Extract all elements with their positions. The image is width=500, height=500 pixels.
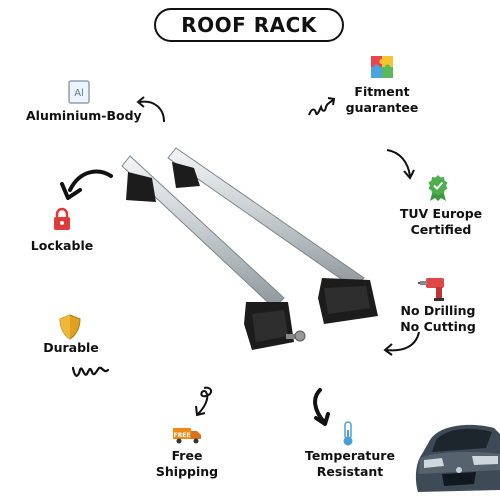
feature-label-line1: Free	[171, 448, 203, 463]
feature-label: Durable	[43, 340, 99, 355]
svg-text:FREE: FREE	[174, 432, 191, 439]
feature-label-line1: TUV Europe	[399, 206, 483, 221]
feature-label-line1: No Drilling	[400, 303, 476, 318]
feature-aluminium-body: Aluminium-Body	[26, 108, 142, 124]
puzzle-icon	[370, 55, 394, 79]
curved-arrow-icon	[384, 146, 416, 182]
feature-free-shipping: Free Shipping	[150, 448, 224, 480]
lock-icon	[52, 207, 72, 231]
thermometer-icon	[340, 421, 356, 447]
delivery-truck-icon: FREE	[172, 425, 202, 445]
feature-label-line2: Shipping	[155, 464, 219, 479]
feature-lockable: Lockable	[28, 238, 96, 254]
feature-label-line1: Temperature	[305, 448, 395, 463]
feature-label-line2: Resistant	[316, 464, 384, 479]
feature-label: Aluminium-Body	[26, 108, 142, 123]
squiggle-arrow-icon	[306, 95, 338, 119]
feature-label: Lockable	[30, 238, 94, 253]
curved-arrow-icon	[58, 168, 114, 206]
feature-durable: Durable	[36, 340, 106, 356]
feature-temperature-resistant: Temperature Resistant	[300, 448, 400, 480]
feature-label-line2: Certified	[410, 222, 472, 237]
feature-no-drilling: No Drilling No Cutting	[396, 303, 480, 335]
feature-label-line2: No Cutting	[400, 319, 476, 334]
drill-icon	[418, 276, 450, 302]
curved-arrow-icon	[306, 388, 336, 428]
squiggle-arrow-icon	[70, 360, 110, 382]
feature-label-line2: guarantee	[345, 100, 419, 115]
feature-tuv-certified: TUV Europe Certified	[396, 206, 486, 238]
feature-label-line1: Fitment	[354, 84, 410, 99]
curved-arrow-icon	[382, 328, 422, 356]
feature-fitment-guarantee: Fitment guarantee	[340, 84, 424, 116]
curved-arrow-icon	[134, 94, 170, 126]
aluminium-element-icon: Al	[68, 80, 90, 104]
shield-icon	[58, 314, 82, 340]
certified-badge-icon	[427, 174, 449, 202]
page-title: ROOF RACK	[154, 8, 344, 42]
svg-text:Al: Al	[74, 88, 84, 99]
car-image	[412, 418, 500, 500]
curved-arrow-icon	[192, 384, 218, 420]
roof-rack-image	[118, 138, 388, 368]
